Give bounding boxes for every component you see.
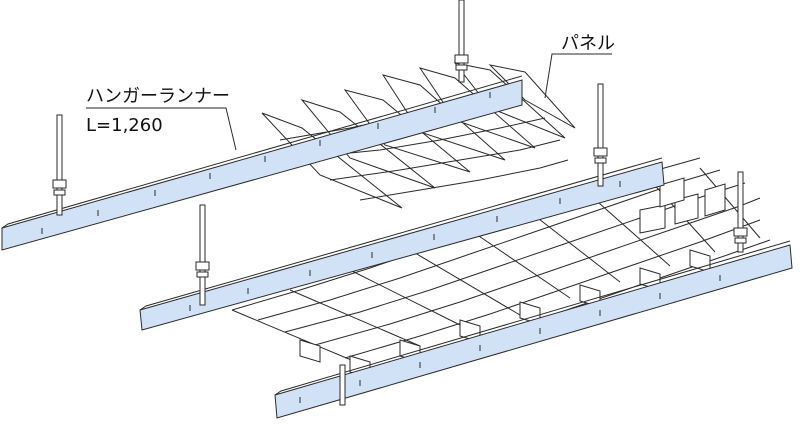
lower-hanger-runner-left [139, 157, 665, 331]
upper-panel-grid [261, 62, 576, 209]
hanger-bolt [339, 364, 346, 406]
hanger-bolts [52, 0, 748, 406]
hanger-runner-leader [86, 107, 237, 151]
hanger-bolt [733, 171, 748, 253]
runner-length-label: L=1,260 [86, 115, 163, 136]
panel-label: パネル [561, 33, 615, 54]
hanger-bolt [195, 204, 210, 306]
lower-hanger-runner-right [274, 240, 793, 419]
hanger-bolt [52, 114, 67, 216]
hanger-bolt [593, 83, 608, 187]
hanger-runner-label: ハンガーランナー [86, 86, 230, 107]
upper-hanger-runner [1, 75, 523, 251]
panel-leader [544, 53, 612, 99]
hanger-bolt [454, 0, 469, 83]
callout-leaders [86, 53, 612, 151]
